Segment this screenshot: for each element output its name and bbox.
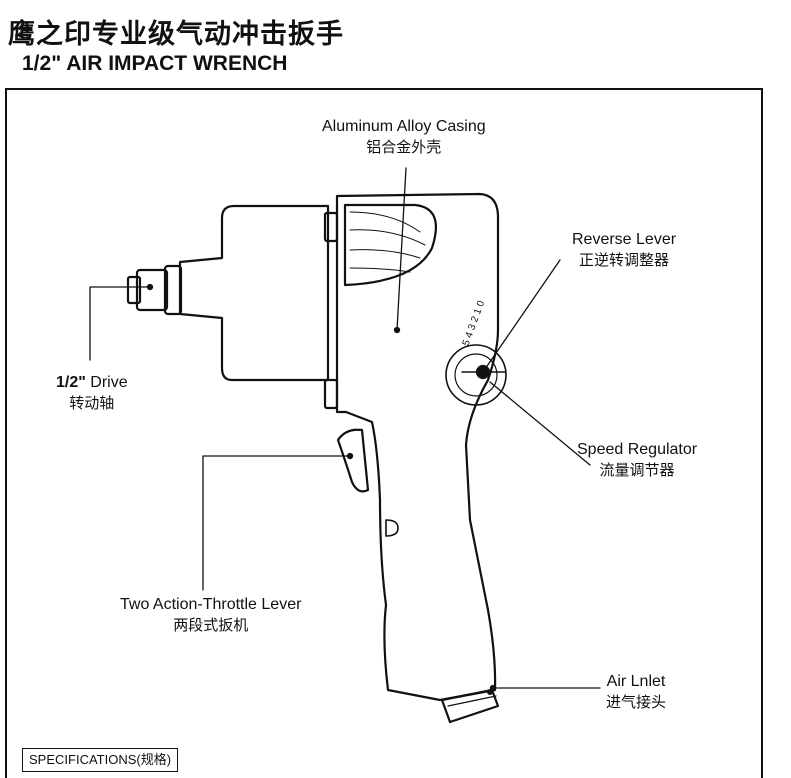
inlet-label-en: Air Lnlet — [606, 673, 666, 690]
air-inlet-fitting — [440, 688, 500, 724]
specifications-tab: SPECIFICATIONS(规格) — [22, 748, 179, 772]
drive-label-rest: Drive — [85, 374, 128, 391]
reverse-label-en: Reverse Lever — [572, 231, 677, 248]
diagram-frame — [5, 88, 763, 778]
speed-label-en: Speed Regulator — [577, 441, 698, 458]
leader-lines — [89, 167, 601, 692]
inlet-label-cn: 进气接头 — [606, 693, 667, 711]
casing-label-cn: 铝合金外壳 — [366, 138, 442, 156]
callout-throttle: Two Action-Throttle Lever 两段式扳机 — [120, 594, 301, 636]
hammer-case — [178, 204, 330, 382]
drive-anvil — [126, 264, 183, 316]
callout-drive: 1/2" Drive 转动轴 — [56, 372, 128, 414]
drive-label-bold: 1/2" — [56, 374, 86, 391]
trigger — [336, 428, 370, 493]
title-chinese: 鹰之印专业级气动冲击扳手 — [8, 19, 344, 50]
callout-reverse-lever: Reverse Lever 正逆转调整器 — [572, 229, 676, 271]
callout-casing: Aluminum Alloy Casing 铝合金外壳 — [322, 116, 486, 158]
body-and-handle — [335, 192, 500, 702]
reverse-label-cn: 正逆转调整器 — [579, 251, 670, 269]
throttle-label-cn: 两段式扳机 — [173, 616, 249, 634]
casing-label-en: Aluminum Alloy Casing — [322, 118, 486, 135]
drive-label-cn: 转动轴 — [69, 394, 115, 412]
throttle-label-en: Two Action-Throttle Lever — [120, 596, 302, 613]
casing-window — [343, 203, 437, 287]
callout-speed-regulator: Speed Regulator 流量调节器 — [577, 439, 697, 481]
callout-air-inlet: Air Lnlet 进气接头 — [606, 671, 666, 713]
title-english: 1/2" AIR IMPACT WRENCH — [22, 52, 288, 75]
speed-dial — [445, 344, 507, 406]
speed-label-cn: 流量调节器 — [599, 461, 675, 479]
